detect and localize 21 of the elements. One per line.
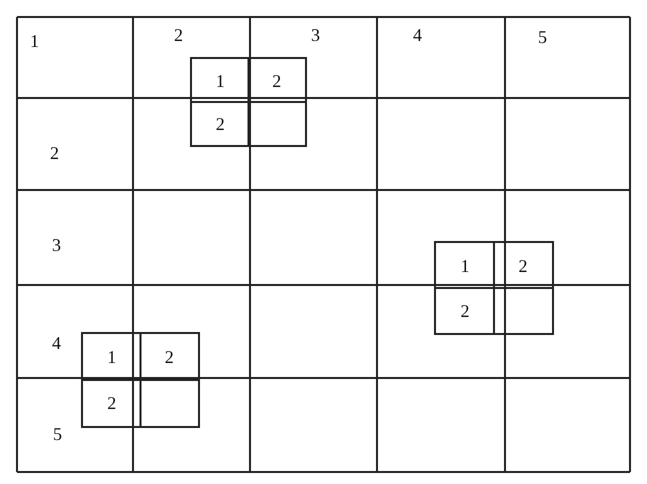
cell-number: 2	[518, 256, 528, 274]
grid-number: 3	[52, 236, 61, 254]
grid-number: 1	[30, 32, 39, 50]
grid-number: 2	[50, 144, 59, 162]
grid-number: 4	[413, 26, 422, 44]
grid-number: 3	[311, 26, 320, 44]
small-grid	[190, 57, 307, 147]
cell-number: 1	[460, 256, 470, 274]
cell-number: 2	[164, 348, 174, 366]
cell-number: 2	[216, 114, 225, 132]
cell-number: 1	[216, 72, 225, 90]
cell-number: 2	[460, 302, 470, 320]
small-grid	[81, 332, 200, 428]
cell-number: 2	[272, 72, 282, 90]
small-grid	[434, 241, 554, 335]
cell-number: 1	[107, 348, 116, 366]
cell-number: 2	[107, 394, 116, 412]
grid-number: 5	[53, 425, 62, 443]
grid-number: 2	[174, 26, 183, 44]
grid-number: 4	[52, 334, 61, 352]
grid-number: 5	[538, 28, 547, 46]
